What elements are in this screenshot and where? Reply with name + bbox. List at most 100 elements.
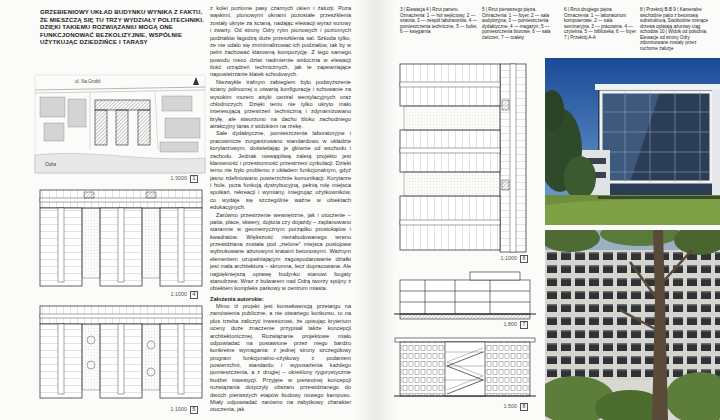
first-floor-plan [40, 314, 202, 318]
building-elevation [394, 338, 536, 396]
figure-number: 4 [190, 291, 198, 299]
facade-photo [545, 250, 720, 380]
facade-photo [665, 372, 720, 420]
first-floor-plan [118, 324, 124, 394]
page-heading: GRZEBIENIOWY UKŁAD BUDYNKU WYNIKA Z FAKT… [40, 8, 205, 46]
first-floor-plan [147, 341, 155, 349]
facade-photo [545, 230, 600, 252]
first-floor-plan [87, 361, 95, 369]
ground-floor-plan [142, 208, 160, 278]
second-floor-plan [400, 130, 500, 172]
second-floor-plan [404, 106, 500, 130]
scale-label: 1:500 [478, 403, 517, 409]
building-photo [595, 84, 720, 90]
building-section [400, 280, 530, 314]
building-elevation [394, 396, 536, 397]
gutter-shadow [356, 0, 396, 420]
second-floor-plan [400, 220, 500, 225]
building-section [400, 280, 530, 314]
second-floor-plan [400, 196, 500, 250]
facade-photo [652, 230, 668, 420]
first-floor-plan [40, 324, 82, 398]
site-plan [40, 97, 65, 117]
figure-number: 8 [520, 403, 528, 411]
building-elevation [395, 338, 535, 342]
building-section [470, 272, 520, 280]
building-section [394, 314, 536, 315]
first-floor-plan [82, 324, 100, 390]
ground-floor-plan [82, 208, 100, 278]
first-floor-plan [58, 324, 64, 394]
building-photo [712, 90, 720, 198]
building-photo [564, 156, 596, 200]
site-plan [35, 153, 205, 173]
figure-caption: 6 | Rzut drugiego piętra. Oznaczenia: 1 … [564, 7, 636, 40]
first-floor-plan [87, 336, 95, 344]
building-photo [545, 195, 720, 225]
body-paragraph: z kolei poziome pasy czarnych okien i ża… [210, 5, 351, 79]
ground-floor-plan [58, 208, 64, 282]
ground-floor-plan [40, 190, 202, 286]
scale-label: 1:3000 [148, 175, 187, 181]
building-photo [602, 92, 710, 182]
second-floor-plan [500, 64, 526, 252]
building-section [394, 272, 536, 319]
article-column: z kolei poziome pasy czarnych okien i ża… [210, 5, 351, 414]
figure-number: 7 [520, 321, 528, 329]
first-floor-plan [100, 324, 142, 398]
second-floor-plan [502, 180, 509, 190]
building-section [400, 314, 530, 319]
site-plan [162, 96, 192, 111]
second-floor-plan [510, 64, 516, 252]
site-plan [95, 100, 150, 110]
first-floor-plan [147, 368, 155, 376]
second-floor-plan [400, 64, 500, 106]
scale-label: 1:1000 [148, 291, 187, 297]
ground-floor-plan [160, 208, 202, 286]
first-floor-plan [40, 306, 202, 398]
ground-floor-plan [40, 198, 202, 202]
second-floor-plan [400, 64, 526, 252]
facade-photo [674, 230, 720, 255]
site-plan [35, 87, 205, 90]
building-photo [545, 196, 720, 225]
site-plan [116, 110, 128, 145]
site-plan [68, 99, 86, 127]
first-floor-plan [40, 306, 202, 324]
first-floor-plan [142, 324, 160, 390]
figure-number: 1 [190, 175, 198, 183]
second-floor-plan [400, 82, 500, 87]
building-photo [601, 92, 711, 182]
figure-caption: 5 | Rzut pierwszego piętra. Oznaczenia: … [482, 7, 560, 40]
figure-number: 5 [190, 406, 198, 414]
site-plan [44, 123, 64, 141]
figure-number: 6 [520, 255, 528, 263]
building-elevation [445, 342, 485, 396]
figure-caption: 3 | Elewacja 4 | Rzut parteru. Oznaczeni… [400, 7, 478, 35]
second-floor-plan [404, 172, 500, 196]
site-plan [193, 77, 199, 85]
facade-photo [600, 230, 680, 246]
ground-floor-plan [40, 208, 82, 286]
body-paragraph: Niezwykle trafnym zabiegiem było podwyżs… [210, 79, 351, 131]
ground-floor-plan [84, 192, 94, 198]
site-plan [35, 90, 205, 93]
scale-label: 1:1000 [148, 406, 187, 412]
body-paragraph: Sale dydaktyczne, pomieszczenia laborato… [210, 130, 351, 211]
body-paragraph: Zarówno przestrzenie wewnętrzne, jak i o… [210, 212, 351, 293]
site-plan [90, 91, 158, 150]
ground-floor-plan [40, 190, 202, 208]
site-plan [138, 110, 150, 145]
facade-photo [545, 230, 720, 420]
section-heading: Założenia autorskie: [210, 296, 351, 303]
first-floor-plan [160, 324, 202, 398]
second-floor-plan [502, 100, 509, 110]
ground-floor-plan [146, 192, 156, 198]
site-plan [160, 142, 198, 152]
building-photo [545, 58, 720, 225]
building-photo [545, 90, 564, 130]
site-plan [95, 110, 107, 145]
scale-label: 1:1000 [478, 255, 517, 261]
